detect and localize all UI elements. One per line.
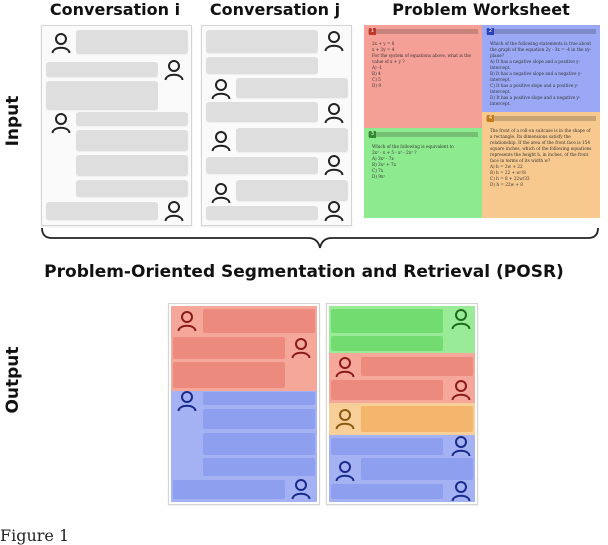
- person-icon: [164, 200, 184, 222]
- message-bubble: [76, 155, 188, 176]
- message-bubble: [206, 57, 318, 74]
- message-bubble: [361, 357, 473, 376]
- message-bubble: [331, 309, 443, 333]
- message-bubble: [236, 128, 348, 152]
- message-bubble: [173, 337, 285, 359]
- worksheet-problem-4: 4 The front of a roll-on suitcase is in …: [482, 112, 600, 218]
- problem-header-bar: [368, 132, 478, 137]
- worksheet-problem-2: 2 Which of the following statements is t…: [482, 25, 600, 112]
- person-icon: [335, 356, 355, 378]
- problem-text: The front of a roll-on suitcase is in th…: [490, 128, 592, 187]
- person-icon: [324, 30, 344, 52]
- message-bubble: [203, 309, 315, 333]
- worksheet-problem-1: 1 2x + y = 8 x + 3y = 4 For the system o…: [364, 25, 482, 128]
- message-bubble: [76, 112, 188, 126]
- problem-number: 1: [369, 28, 376, 35]
- worksheet-problem-3: 3 Which of the following is equivalent t…: [364, 128, 482, 218]
- output-side-label: Output: [3, 346, 23, 414]
- problem-header-bar: [368, 29, 478, 34]
- message-bubble: [173, 362, 285, 388]
- person-icon: [324, 200, 344, 222]
- person-icon: [211, 182, 231, 204]
- person-icon: [451, 308, 471, 330]
- problem-number: 2: [487, 28, 494, 35]
- person-icon: [451, 435, 471, 457]
- message-bubble: [331, 438, 443, 455]
- person-icon: [51, 112, 71, 134]
- message-bubble: [206, 206, 318, 220]
- message-bubble: [76, 30, 188, 54]
- conversation-j-header: Conversation j: [209, 0, 341, 19]
- person-icon: [177, 310, 197, 332]
- person-icon: [451, 379, 471, 401]
- person-icon: [211, 78, 231, 100]
- conversation-i-panel: [41, 25, 192, 226]
- problem-header-bar: [486, 29, 596, 34]
- message-bubble: [331, 336, 443, 351]
- message-bubble: [46, 81, 158, 110]
- message-bubble: [331, 380, 443, 400]
- problem-text: Which of the following is equivalent to …: [372, 144, 454, 179]
- problem-text: 2x + y = 8 x + 3y = 4 For the system of …: [372, 41, 471, 88]
- person-icon: [324, 154, 344, 176]
- posr-label: Problem-Oriented Segmentation and Retrie…: [44, 262, 564, 282]
- message-bubble: [206, 102, 318, 122]
- message-bubble: [206, 157, 318, 174]
- message-bubble: [236, 78, 348, 98]
- message-bubble: [46, 202, 158, 220]
- message-bubble: [76, 180, 188, 197]
- person-icon: [51, 32, 71, 54]
- output-conversation-i-panel: [168, 303, 320, 505]
- message-bubble: [203, 458, 315, 476]
- conversation-i-header: Conversation i: [49, 0, 181, 19]
- problem-worksheet-header: Problem Worksheet: [392, 0, 570, 19]
- message-bubble: [361, 406, 473, 432]
- message-bubble: [206, 30, 318, 53]
- curly-brace: [41, 227, 599, 249]
- person-icon: [324, 102, 344, 124]
- person-icon: [451, 480, 471, 502]
- message-bubble: [203, 433, 315, 455]
- message-bubble: [203, 409, 315, 429]
- message-bubble: [203, 392, 315, 405]
- problem-number: 4: [487, 115, 494, 122]
- person-icon: [291, 337, 311, 359]
- person-icon: [335, 408, 355, 430]
- person-icon: [164, 59, 184, 81]
- conversation-j-panel: [201, 25, 352, 226]
- input-side-label: Input: [3, 95, 23, 147]
- person-icon: [177, 390, 197, 412]
- message-bubble: [46, 62, 158, 77]
- problem-header-bar: [486, 116, 596, 121]
- figure-caption: Figure 1: [0, 526, 70, 545]
- message-bubble: [236, 180, 348, 201]
- message-bubble: [331, 484, 443, 499]
- message-bubble: [361, 458, 473, 480]
- problem-text: Which of the following statements is tru…: [490, 41, 592, 106]
- person-icon: [335, 460, 355, 482]
- person-icon: [211, 130, 231, 152]
- message-bubble: [76, 130, 188, 151]
- message-bubble: [173, 480, 285, 499]
- output-conversation-j-panel: [326, 303, 478, 505]
- person-icon: [291, 478, 311, 500]
- problem-number: 3: [369, 131, 376, 138]
